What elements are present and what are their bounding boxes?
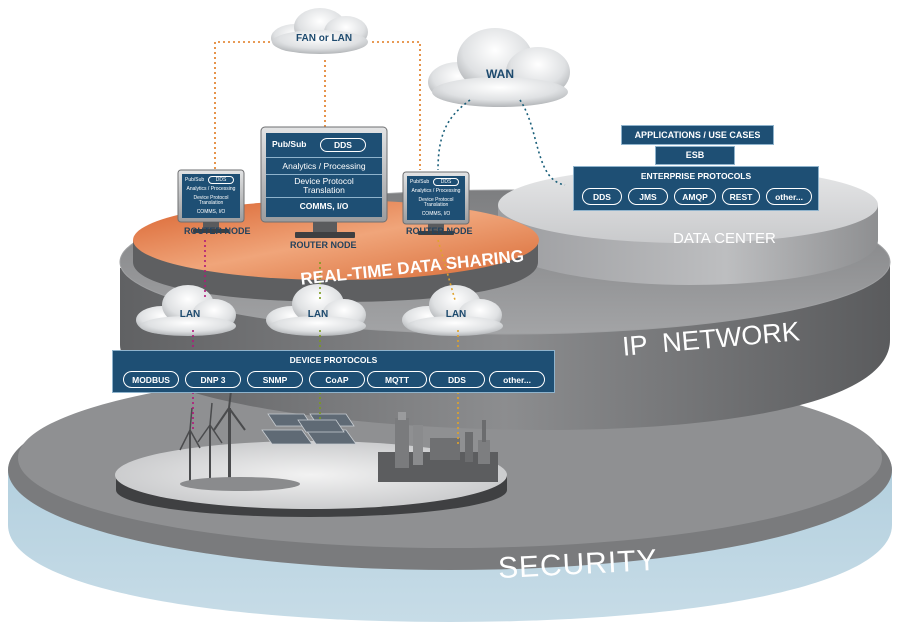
device-pill-coap: CoAP bbox=[309, 371, 365, 388]
arrow-fan-left-router bbox=[214, 41, 270, 170]
right-pubsub: Pub/Sub bbox=[410, 179, 430, 185]
arrow-wan-router bbox=[437, 99, 471, 171]
enterprise-pill-dds: DDS bbox=[582, 188, 622, 205]
left-dds: DDS bbox=[208, 176, 234, 184]
enterprise-pill-rest: REST bbox=[722, 188, 760, 205]
analytics-row: Analytics / Processing bbox=[266, 157, 382, 171]
esb-box: ESB bbox=[655, 146, 735, 165]
device-protocols-panel: DEVICE PROTOCOLS MODBUS DNP 3 SNMP CoAP … bbox=[112, 350, 555, 393]
enterprise-protocols-title: ENTERPRISE PROTOCOLS bbox=[640, 171, 752, 181]
device-protocols-title: DEVICE PROTOCOLS bbox=[289, 355, 378, 365]
right-comms: COMMS, I/O bbox=[421, 211, 451, 217]
dds-pill: DDS bbox=[320, 138, 366, 152]
device-pill-dds: DDS bbox=[429, 371, 485, 388]
arrow-right-router-lan bbox=[437, 239, 456, 301]
big-monitor-screen: Pub/Sub DDS Analytics / Processing Devic… bbox=[266, 133, 382, 217]
right-analytics: Analytics / Processing bbox=[411, 188, 461, 194]
right-translation-2: Translation bbox=[423, 202, 449, 208]
device-pill-dnp3: DNP 3 bbox=[185, 371, 241, 388]
lan-cloud-2 bbox=[266, 284, 366, 336]
translation-line2: Translation bbox=[303, 185, 345, 195]
enterprise-pill-amqp: AMQP bbox=[674, 188, 716, 205]
comms-row: COMMS, I/O bbox=[266, 197, 382, 211]
enterprise-pill-other: other... bbox=[766, 188, 812, 205]
right-monitor-screen: Pub/Sub DDS Analytics / Processing Devic… bbox=[407, 176, 465, 220]
wan-cloud bbox=[428, 28, 570, 107]
lan-label-1: LAN bbox=[179, 309, 201, 320]
enterprise-pill-jms: JMS bbox=[628, 188, 668, 205]
data-center-label: DATA CENTER bbox=[673, 230, 776, 247]
left-monitor-screen: Pub/Sub DDS Analytics / Processing Devic… bbox=[182, 174, 240, 218]
right-dds: DDS bbox=[433, 178, 459, 186]
lan-label-2: LAN bbox=[307, 309, 329, 320]
fan-or-lan-cloud bbox=[271, 8, 368, 54]
applications-box: APPLICATIONS / USE CASES bbox=[621, 125, 774, 145]
left-analytics: Analytics / Processing bbox=[186, 186, 236, 192]
pubsub-label: Pub/Sub bbox=[272, 139, 307, 149]
left-translation-1: Device Protocol bbox=[193, 195, 229, 201]
device-pill-other: other... bbox=[489, 371, 545, 388]
wind-turbines-image bbox=[179, 381, 300, 491]
lan-cloud-1 bbox=[136, 285, 236, 336]
router-node-right-label: ROUTER NODE bbox=[406, 226, 473, 236]
power-plant-image bbox=[378, 412, 498, 482]
connector-arrows bbox=[192, 41, 566, 445]
enterprise-protocols-panel: ENTERPRISE PROTOCOLS DDS JMS AMQP REST o… bbox=[573, 166, 819, 211]
arrow-fan-right-router bbox=[372, 41, 421, 170]
left-translation-2: Translation bbox=[198, 200, 224, 206]
pubsub-row: Pub/Sub DDS bbox=[272, 138, 376, 152]
arrow-wan-enterprise bbox=[519, 99, 566, 186]
lan-cloud-3 bbox=[402, 285, 503, 336]
right-translation-1: Device Protocol bbox=[418, 197, 454, 203]
fan-or-lan-label: FAN or LAN bbox=[296, 33, 353, 44]
translation-line1: Device Protocol bbox=[294, 176, 354, 186]
router-node-left-label: ROUTER NODE bbox=[184, 226, 251, 236]
solar-panels-image bbox=[261, 413, 357, 445]
device-pill-mqtt: MQTT bbox=[367, 371, 427, 388]
translation-row: Device Protocol Translation bbox=[266, 174, 382, 195]
device-pill-snmp: SNMP bbox=[247, 371, 303, 388]
left-pubsub: Pub/Sub bbox=[185, 177, 205, 183]
wan-label: WAN bbox=[486, 67, 514, 81]
lan-label-3: LAN bbox=[445, 309, 467, 320]
router-node-center-label: ROUTER NODE bbox=[290, 240, 357, 250]
device-pill-modbus: MODBUS bbox=[123, 371, 179, 388]
left-comms: COMMS, I/O bbox=[196, 209, 226, 215]
